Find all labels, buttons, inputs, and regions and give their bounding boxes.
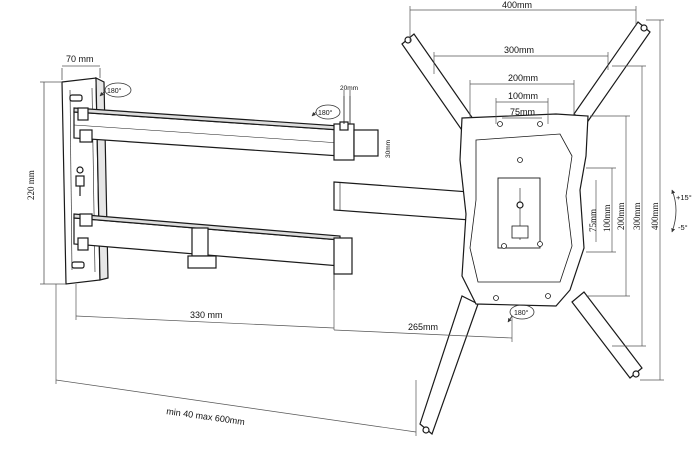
width-200-label: 200mm [508, 73, 538, 83]
width-75-label: 75mm [510, 107, 535, 117]
tilt-down-label: -5° [678, 223, 688, 232]
rotation-marker-wall: 180° [99, 82, 132, 98]
right-dimension-lines [586, 19, 664, 381]
arm-length-label: 330 mm [190, 310, 223, 320]
top-dimension-lines [409, 6, 637, 124]
wall-plate-height-label: 220 mm [26, 170, 36, 200]
rotation-joint-label: 180° [318, 109, 333, 117]
tube-height-label: 30mm [385, 140, 392, 158]
width-400-label: 400mm [502, 0, 532, 10]
tilt-up-label: +15° [676, 193, 692, 202]
wall-plate-height-dim [40, 81, 66, 285]
rotation-wall-label: 180° [107, 87, 122, 95]
upper-arm [73, 96, 379, 161]
tilt-indicator: +15° -5° [671, 189, 692, 233]
height-100-label: 100mm [602, 204, 612, 232]
height-400-label: 400mm [650, 202, 660, 230]
vesa-plate [459, 113, 589, 307]
width-300-label: 300mm [504, 45, 534, 55]
rotation-marker-joint: 180° [311, 104, 341, 120]
height-300-label: 300mm [632, 202, 642, 230]
extension-label: min 40 max 600mm [166, 406, 246, 427]
rotation-head-label: 180° [514, 309, 529, 317]
rotation-marker-head: 180° [507, 304, 535, 323]
tube-width-dim [343, 90, 351, 96]
wall-plate-width-label: 70 mm [66, 54, 94, 64]
wall-plate-width-dim [61, 65, 101, 80]
arm-length-2-label: 265mm [408, 322, 438, 332]
bottom-dimension-lines [55, 284, 513, 436]
height-75-label: 75mm [588, 209, 598, 232]
width-100-label: 100mm [508, 91, 538, 101]
lower-arm [73, 213, 353, 290]
tube-width-label: 20mm [340, 85, 358, 92]
center-bar [333, 181, 471, 221]
vesa-arms [401, 21, 651, 436]
vesa-holes [493, 121, 551, 301]
height-200-label: 200mm [616, 202, 626, 230]
